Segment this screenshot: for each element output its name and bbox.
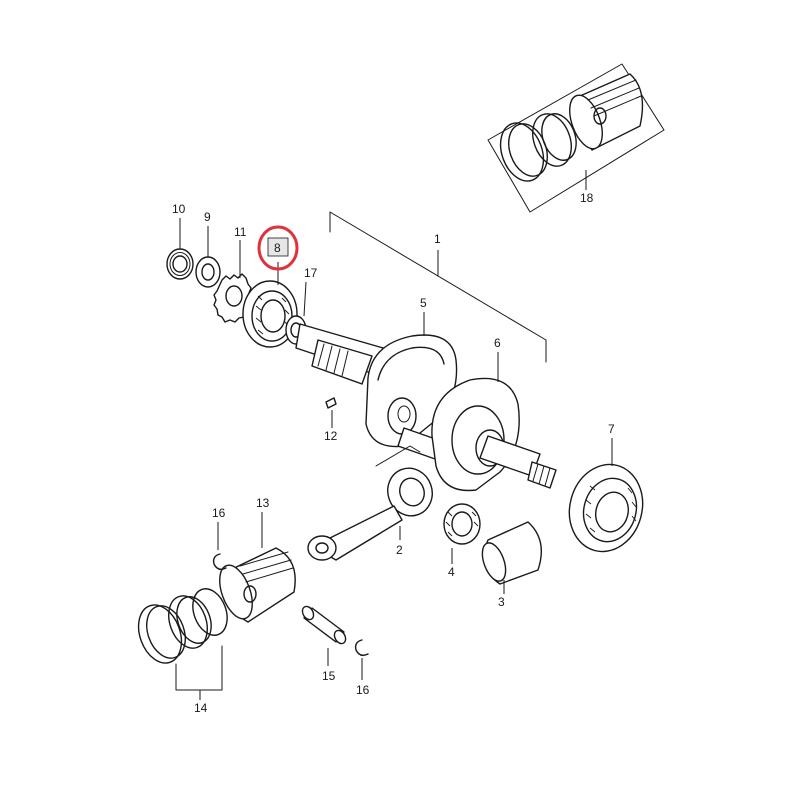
part-15-piston-pin[interactable] [300,604,348,666]
callout-18: 18 [580,191,594,205]
part-13-piston[interactable] [213,512,296,623]
callout-8: 8 [274,241,281,255]
callout-9: 9 [204,210,211,224]
callout-1: 1 [434,232,441,246]
callout-8-highlight[interactable]: 8 [257,225,299,271]
part-1-bracket [329,211,547,363]
part-16-circlip-lower[interactable] [354,639,369,680]
crankshaft-right-shaft [479,435,557,489]
highlight-ring [257,225,299,271]
callout-14: 14 [194,701,208,715]
part-18-box [487,63,665,213]
part-2-connecting-rod[interactable] [307,445,439,561]
part-9-washer[interactable] [195,226,221,288]
callout-17: 17 [304,266,318,280]
callout-6: 6 [494,336,501,350]
callout-3: 3 [498,595,505,609]
callout-8-box [267,237,289,257]
part-10-bearing[interactable] [166,218,194,280]
callout-16-lower: 16 [356,683,370,697]
callout-5: 5 [420,296,427,310]
callout-2: 2 [396,543,403,557]
part-4-needle-bearing[interactable] [443,503,481,564]
part-16-circlip-upper[interactable] [212,522,227,571]
callout-12: 12 [324,429,338,443]
callout-10: 10 [172,202,186,216]
callout-4: 4 [448,565,455,579]
part-12-key[interactable] [325,397,337,428]
part-8-bearing[interactable] [242,262,298,348]
part-7-bearing[interactable] [560,438,652,560]
callout-16-upper: 16 [212,506,226,520]
part-14-piston-rings[interactable] [131,584,233,700]
callout-7: 7 [608,422,615,436]
callout-15: 15 [322,669,336,683]
part-18-piston-kit[interactable] [487,63,665,213]
callout-11: 11 [234,225,247,239]
part-3-crank-pin[interactable] [478,521,542,594]
callout-13: 13 [256,496,270,510]
